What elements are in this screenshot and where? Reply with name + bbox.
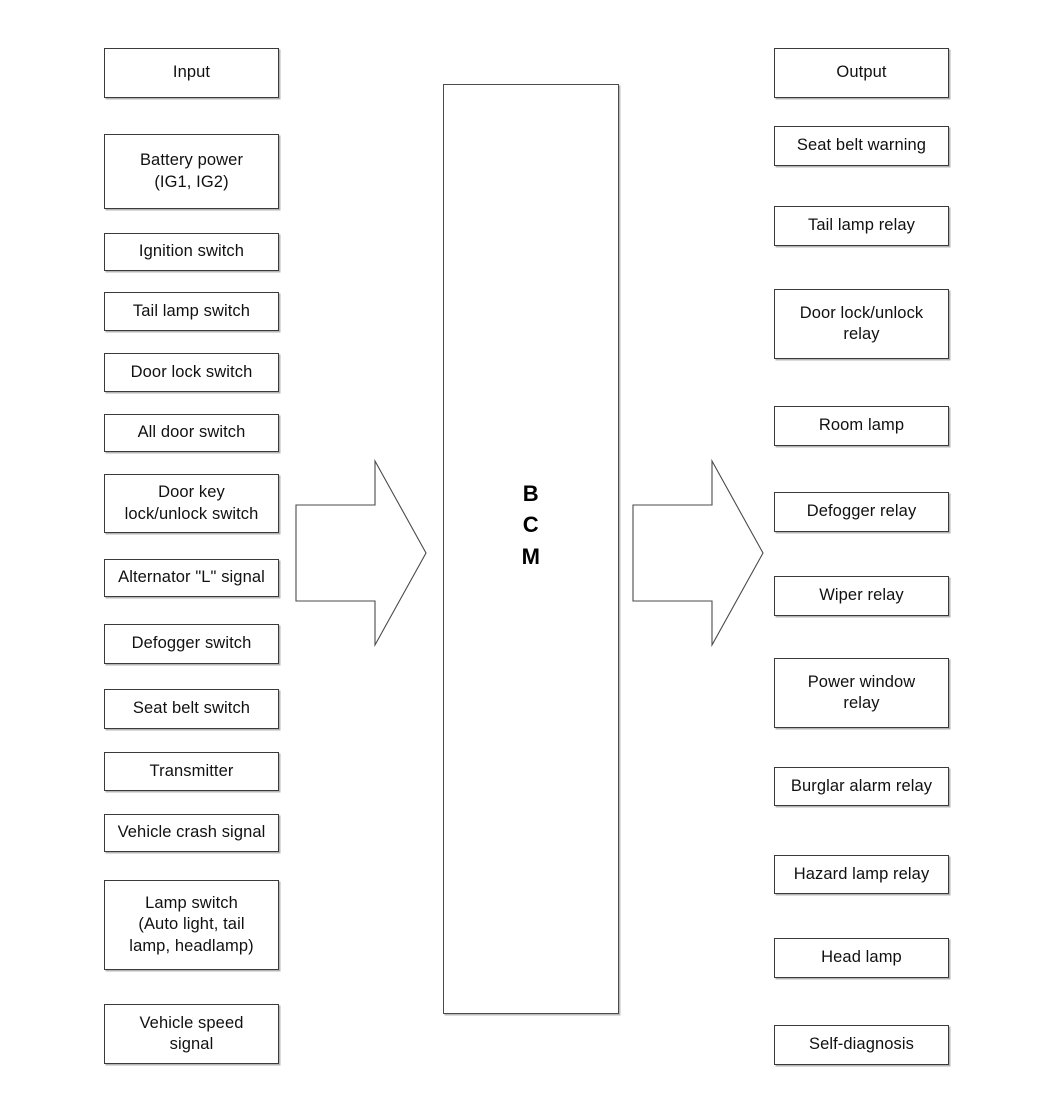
output-node-3: Door lock/unlock relay <box>774 289 949 359</box>
output-flow-arrow <box>632 458 764 648</box>
output-node-6: Wiper relay <box>774 576 949 616</box>
input-node-7: Alternator "L" signal <box>104 559 279 597</box>
output-node-1: Seat belt warning <box>774 126 949 166</box>
input-flow-arrow <box>295 458 427 648</box>
input-node-6: Door key lock/unlock switch <box>104 474 279 533</box>
output-node-8: Burglar alarm relay <box>774 767 949 806</box>
input-node-13: Vehicle speed signal <box>104 1004 279 1064</box>
output-node-2: Tail lamp relay <box>774 206 949 246</box>
output-node-7: Power window relay <box>774 658 949 728</box>
input-node-8: Defogger switch <box>104 624 279 664</box>
bcm-block: B C M <box>443 84 619 1014</box>
input-node-0: Input <box>104 48 279 98</box>
output-node-0: Output <box>774 48 949 98</box>
output-node-5: Defogger relay <box>774 492 949 532</box>
input-node-12: Lamp switch (Auto light, tail lamp, head… <box>104 880 279 970</box>
input-node-5: All door switch <box>104 414 279 452</box>
input-node-4: Door lock switch <box>104 353 279 392</box>
bcm-label: B C M <box>521 481 541 569</box>
input-node-1: Battery power (IG1, IG2) <box>104 134 279 209</box>
input-node-9: Seat belt switch <box>104 689 279 729</box>
output-node-4: Room lamp <box>774 406 949 446</box>
input-node-3: Tail lamp switch <box>104 292 279 331</box>
input-node-11: Vehicle crash signal <box>104 814 279 852</box>
output-node-10: Head lamp <box>774 938 949 978</box>
input-node-10: Transmitter <box>104 752 279 791</box>
input-node-2: Ignition switch <box>104 233 279 271</box>
output-node-9: Hazard lamp relay <box>774 855 949 894</box>
output-node-11: Self-diagnosis <box>774 1025 949 1065</box>
